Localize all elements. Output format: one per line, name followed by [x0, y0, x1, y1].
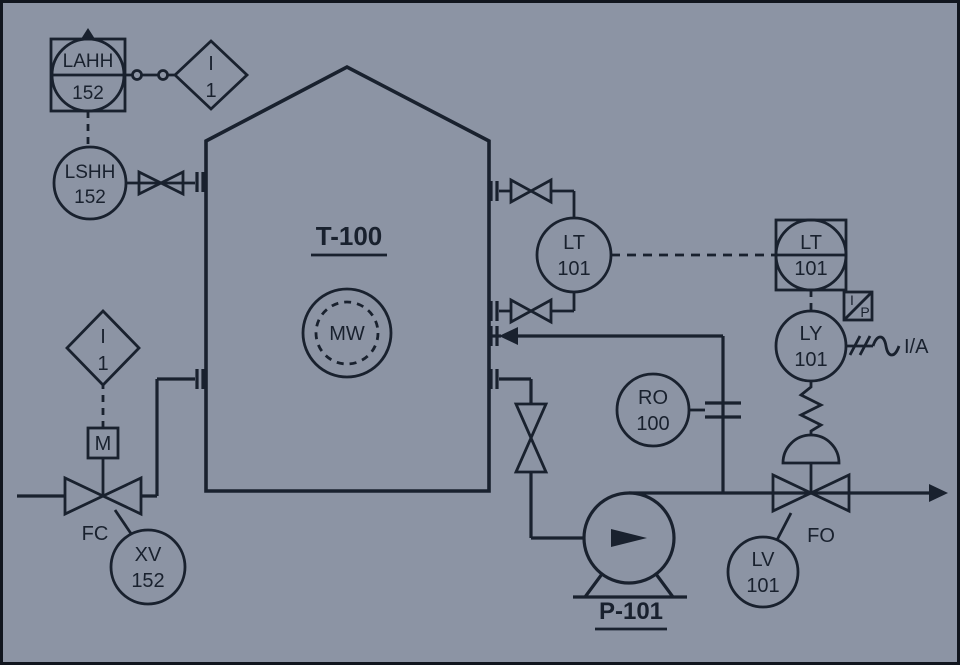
motor-label: M — [95, 433, 112, 455]
link-node-2 — [157, 69, 169, 81]
lv-valve-body — [771, 472, 851, 514]
lahh-shared-display: LAHH 152 — [49, 28, 127, 113]
lahh-line2: 152 — [72, 83, 104, 104]
lv-control-valve: FO LV 101 — [726, 433, 851, 609]
ro-line1: RO — [638, 387, 668, 409]
pump-flow-arrow — [611, 529, 647, 547]
up-arrow-icon — [81, 28, 95, 39]
motor-actuator-box — [86, 426, 120, 460]
valve-actuator-dome — [781, 433, 841, 465]
flange-outlet — [489, 369, 499, 389]
ip-bottom-label: P — [860, 304, 869, 320]
fc-label: FC — [82, 523, 109, 545]
suction-valve — [513, 402, 549, 474]
lt-tap-top-line — [499, 189, 576, 218]
interlock-left-shape — [65, 308, 141, 388]
flange-return — [489, 326, 499, 346]
pipe-suction — [499, 377, 585, 540]
interlock-left-line2: 1 — [97, 353, 108, 375]
interlock-top-line1: I — [208, 53, 214, 75]
lt-tap-top-valve — [509, 177, 553, 205]
lshh-bubble — [52, 145, 128, 221]
ia-slashes — [848, 335, 872, 356]
tank-tag: T-100 — [316, 221, 383, 251]
lshh-line2: 152 — [74, 187, 106, 208]
tank-t100: T-100 MW — [204, 64, 491, 493]
lt-panel-line1: LT — [800, 232, 822, 254]
lv-line1: LV — [752, 549, 776, 571]
xv-valve-body — [63, 475, 143, 517]
xv-bubble — [109, 528, 187, 606]
orifice-plates — [705, 401, 741, 419]
pump-base — [573, 573, 687, 599]
lt-field-line2: 101 — [557, 258, 590, 280]
lshh-line1: LSHH — [65, 162, 116, 183]
flange-feed — [195, 369, 205, 389]
ia-squiggle — [871, 335, 901, 357]
ly-line2: 101 — [794, 349, 827, 371]
xv-line1: XV — [135, 544, 162, 566]
lt-field-transmitter: LT 101 — [499, 177, 613, 325]
fo-label: FO — [807, 525, 835, 547]
lshh-isolation-valve — [137, 169, 185, 197]
flange-lshh — [195, 172, 205, 192]
xv-line2: 152 — [131, 570, 164, 592]
flange-lt-top — [489, 181, 499, 201]
instrument-air-supply: I/A — [846, 335, 929, 358]
tank-shell — [204, 64, 491, 493]
link-node-1 — [131, 69, 143, 81]
flow-arrow-return — [499, 327, 518, 345]
pump-p101: P-101 — [573, 491, 687, 631]
lahh-line1: LAHH — [63, 51, 114, 72]
mixer-inner-circle — [314, 300, 380, 366]
interlock-diamond-top: I 1 — [172, 39, 250, 111]
lt-panel-line2: 101 — [794, 258, 827, 280]
lt-tap-bottom-line — [499, 292, 576, 313]
ro-bubble — [615, 372, 691, 448]
mixer-outer-circle — [301, 287, 393, 379]
lt-field-bubble — [535, 216, 613, 294]
lt-panel-display: LT 101 — [774, 218, 848, 292]
ia-label: I/A — [904, 336, 929, 358]
xv-valve-assembly: M I 1 FC XV 152 — [63, 308, 187, 606]
flange-lt-bottom — [489, 301, 499, 321]
mixer-mw: MW — [301, 287, 393, 379]
lv-bubble — [726, 535, 800, 609]
interlock-left-line1: I — [100, 326, 106, 348]
flow-arrow-discharge — [929, 484, 948, 502]
interlock-top-line2: 1 — [205, 80, 216, 102]
ip-diagonal — [843, 291, 873, 321]
software-link — [125, 69, 175, 81]
mixer-label: MW — [329, 323, 365, 345]
interlock-top-shape — [172, 39, 250, 111]
pipe-feed — [17, 377, 195, 498]
pump-tag: P-101 — [599, 598, 663, 625]
ly-relay: LY 101 — [774, 309, 848, 383]
lshh-transmitter: LSHH 152 — [52, 145, 195, 221]
lt-tap-bottom-valve — [509, 297, 553, 325]
ip-converter: I P — [842, 290, 874, 322]
process-lines — [17, 327, 948, 540]
ly-line1: LY — [800, 323, 823, 345]
nozzle-flanges — [195, 172, 499, 389]
ro-orifice: RO 100 — [615, 372, 741, 448]
lt-field-line1: LT — [563, 232, 585, 254]
pipe-recirculation — [518, 334, 725, 493]
lv-bubble-link — [775, 512, 793, 541]
ip-top-label: I — [850, 292, 854, 308]
signal-zigzag-ly-valve — [797, 381, 825, 463]
lv-line2: 101 — [746, 575, 779, 597]
ro-line2: 100 — [636, 413, 669, 435]
